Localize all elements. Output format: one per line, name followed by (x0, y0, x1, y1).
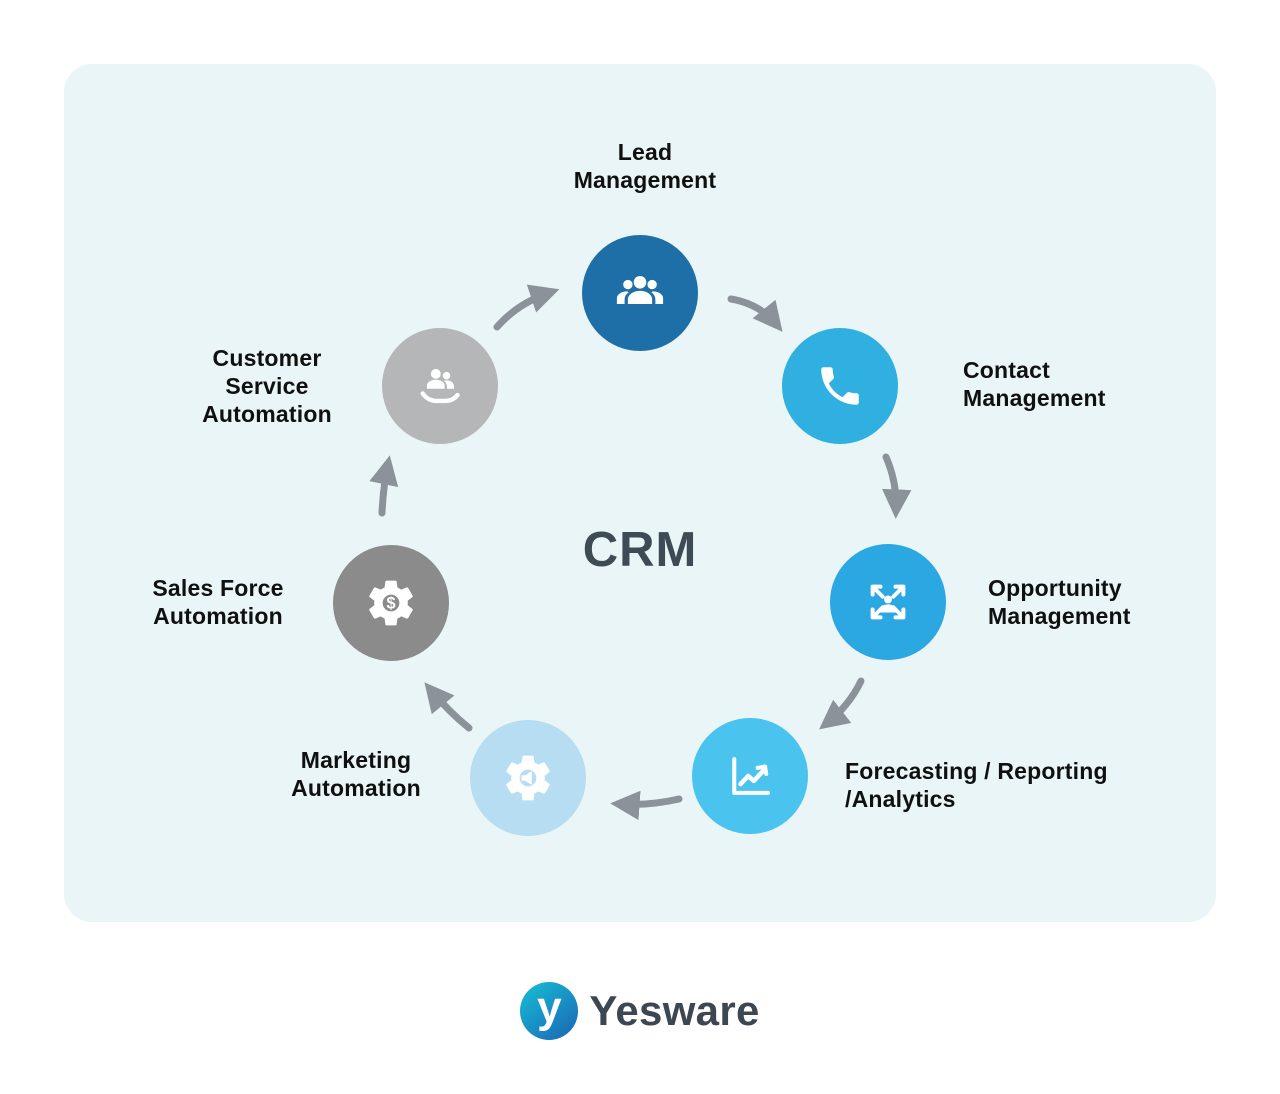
label-line: Marketing (300, 747, 412, 773)
label-line: /Analytics (845, 786, 956, 812)
label-line: Automation (202, 401, 332, 427)
background-card (64, 64, 1216, 922)
label-line: Forecasting / Reporting (845, 758, 1108, 784)
node-label-forecasting-reporting-analytics: Forecasting / Reporting /Analytics (845, 757, 1108, 813)
expand-person-icon (870, 584, 906, 620)
label-line: Opportunity (988, 575, 1122, 601)
brand-name: Yesware (589, 987, 760, 1034)
gear-megaphone-icon (506, 755, 550, 801)
node-opportunity-management (830, 544, 946, 660)
node-marketing-automation (470, 720, 586, 836)
diagram-title: CRM (582, 523, 698, 577)
node-label-customer-service-automation: Customer Service Automation (137, 344, 397, 428)
hand-people-icon (420, 368, 460, 404)
people-group-icon (616, 275, 664, 304)
label-line: Automation (291, 775, 421, 801)
node-label-opportunity-management: Opportunity Management (988, 574, 1131, 630)
label-line: Service (225, 373, 309, 399)
yesware-logo-icon: y (520, 982, 579, 1040)
node-label-contact-management: Contact Management (963, 356, 1106, 412)
chart-growth-icon (732, 757, 771, 795)
label-line: Management (573, 167, 717, 193)
node-customer-service-automation (382, 328, 498, 444)
dollar-sign: $ (386, 595, 395, 613)
node-sales-force-automation: $ (333, 545, 449, 661)
node-contact-management (782, 328, 898, 444)
label-line: Management (963, 385, 1106, 411)
node-forecasting-reporting-analytics (692, 718, 808, 834)
label-line: Lead (617, 139, 673, 165)
phone-icon (821, 367, 859, 405)
node-lead-management (582, 235, 698, 351)
label-line: Contact (963, 357, 1051, 383)
node-label-lead-management: Lead Management (445, 138, 845, 194)
label-line: Management (988, 603, 1131, 629)
label-line: Sales Force (152, 575, 284, 601)
node-label-marketing-automation: Marketing Automation (226, 746, 486, 802)
label-line: Customer (212, 345, 322, 371)
label-line: Automation (153, 603, 283, 629)
node-label-sales-force-automation: Sales Force Automation (88, 574, 348, 630)
gear-dollar-icon: $ (369, 580, 413, 626)
logo-letter: y (537, 983, 562, 1032)
brand-footer: y Yesware (0, 982, 1280, 1040)
